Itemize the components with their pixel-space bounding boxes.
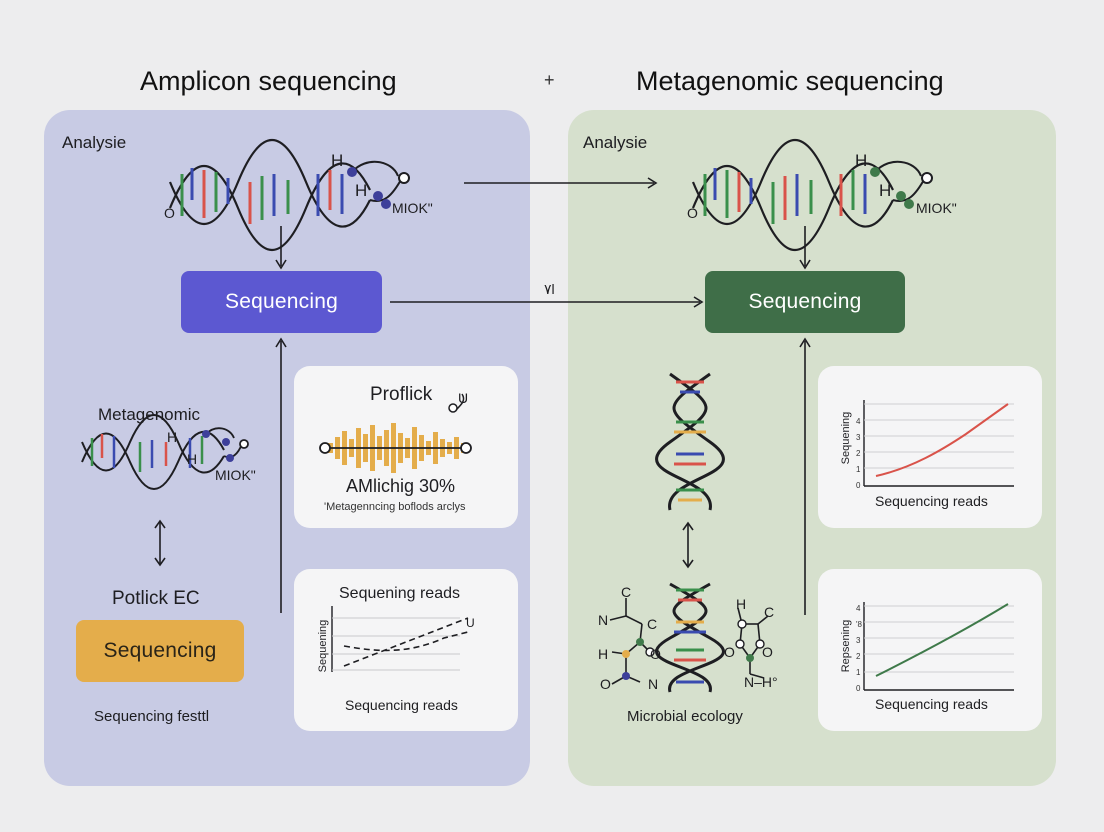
- reads-card-u: U: [466, 616, 475, 630]
- vertical-dna-icon: [655, 372, 725, 511]
- left-dna-miok: MIOK": [392, 200, 433, 216]
- right-chart-bottom-ylabel: Repsening: [840, 619, 852, 673]
- left-sequencing-button[interactable]: Sequencing: [181, 271, 382, 333]
- axis-tick-label: 3: [856, 433, 861, 442]
- mid-cross-arrow: [390, 296, 704, 308]
- axis-tick-label: 2: [856, 449, 861, 458]
- left-down-arrow: [275, 226, 287, 270]
- mol-c3: C: [764, 604, 775, 620]
- proflick-caption: 'Metagenncing boflods arclys: [324, 501, 466, 513]
- mol-n2: N: [648, 676, 659, 692]
- mol-nh: N–H°: [744, 674, 778, 690]
- axis-tick-label: 0: [856, 481, 861, 490]
- orange-sequencing-button[interactable]: Sequencing: [76, 620, 244, 682]
- left-meta-miok: MIOK": [215, 467, 256, 483]
- right-chart-bottom: [863, 602, 1014, 691]
- axis-tick-label: 4: [856, 604, 861, 613]
- mol-n1: N: [598, 612, 609, 628]
- mol-h2: H: [736, 596, 747, 612]
- right-chart-bottom-card: [818, 569, 1042, 731]
- reads-card-chart: [331, 606, 469, 672]
- proflick-title: Proflick: [370, 384, 433, 405]
- axis-tick-label: 2: [856, 652, 861, 661]
- mol-c1: C: [621, 584, 632, 600]
- left-meta-h1: H: [167, 429, 178, 445]
- right-heading: Metagenomic sequencing: [636, 66, 944, 96]
- mol-c2: C: [647, 616, 658, 632]
- left-dna-h2: H: [355, 181, 368, 200]
- potlick-label: Potlick EC: [112, 588, 200, 609]
- right-chart-top-card: [818, 366, 1042, 528]
- left-footer-label: Sequencing festtl: [94, 708, 210, 725]
- mid-label: ٧l: [544, 281, 555, 297]
- proflick-bars: [319, 393, 472, 473]
- right-chart-top-xlabel: Sequencing reads: [875, 493, 988, 509]
- left-meta-h2: H: [187, 451, 198, 467]
- proflick-big-text: AMlichig 30%: [346, 476, 456, 496]
- axis-tick-label: 4: [856, 417, 861, 426]
- axis-tick-label: 1: [856, 668, 861, 677]
- mol-o4: O: [762, 644, 773, 660]
- right-sequencing-button[interactable]: Sequencing: [705, 271, 905, 333]
- right-dna-o: O: [687, 205, 698, 221]
- axis-tick-label: 0: [856, 684, 861, 693]
- mol-o1: O: [650, 646, 661, 662]
- reads-card-xlabel: Sequencing reads: [345, 697, 458, 713]
- right-analysis-label: Analysie: [583, 133, 648, 152]
- left-up-arrow: [275, 337, 287, 613]
- left-dna-h1: H: [331, 151, 344, 170]
- right-up-arrow: [799, 337, 811, 615]
- mol-o2: O: [600, 676, 611, 692]
- axis-tick-label: 3: [856, 636, 861, 645]
- right-chart-bottom-xlabel: Sequencing reads: [875, 696, 988, 712]
- right-dna-h1: H: [855, 151, 868, 170]
- molecule-left-icon: [609, 598, 655, 685]
- left-heading: Amplicon sequencing: [140, 66, 397, 96]
- left-meta-dna-icon: [81, 414, 249, 490]
- right-dna-h2: H: [879, 181, 892, 200]
- molecule-right-icon: [735, 607, 769, 679]
- mol-o3: O: [724, 644, 735, 660]
- right-down-arrow: [799, 226, 811, 270]
- left-double-arrow: [154, 519, 166, 567]
- heading-separator: +: [544, 70, 555, 90]
- lower-dna-icon: [655, 582, 725, 693]
- axis-tick-label: '8: [856, 620, 862, 629]
- mol-h1: H: [598, 646, 609, 662]
- right-dna-miok: MIOK": [916, 200, 957, 216]
- right-chart-top-ylabel: Sequening: [840, 411, 852, 465]
- right-chart-top: [863, 400, 1014, 487]
- left-dna-icon: [168, 138, 410, 252]
- microbial-ecology-label: Microbial ecology: [627, 708, 743, 725]
- right-double-arrow: [682, 521, 694, 569]
- axis-tick-label: 1: [856, 465, 861, 474]
- left-analysis-label: Analysie: [62, 133, 127, 152]
- top-cross-arrow: [464, 177, 658, 189]
- left-meta-label: Metagenomic: [98, 405, 201, 424]
- left-dna-o: O: [164, 205, 175, 221]
- reads-card-title: Sequening reads: [339, 585, 460, 602]
- right-dna-icon: [691, 138, 933, 252]
